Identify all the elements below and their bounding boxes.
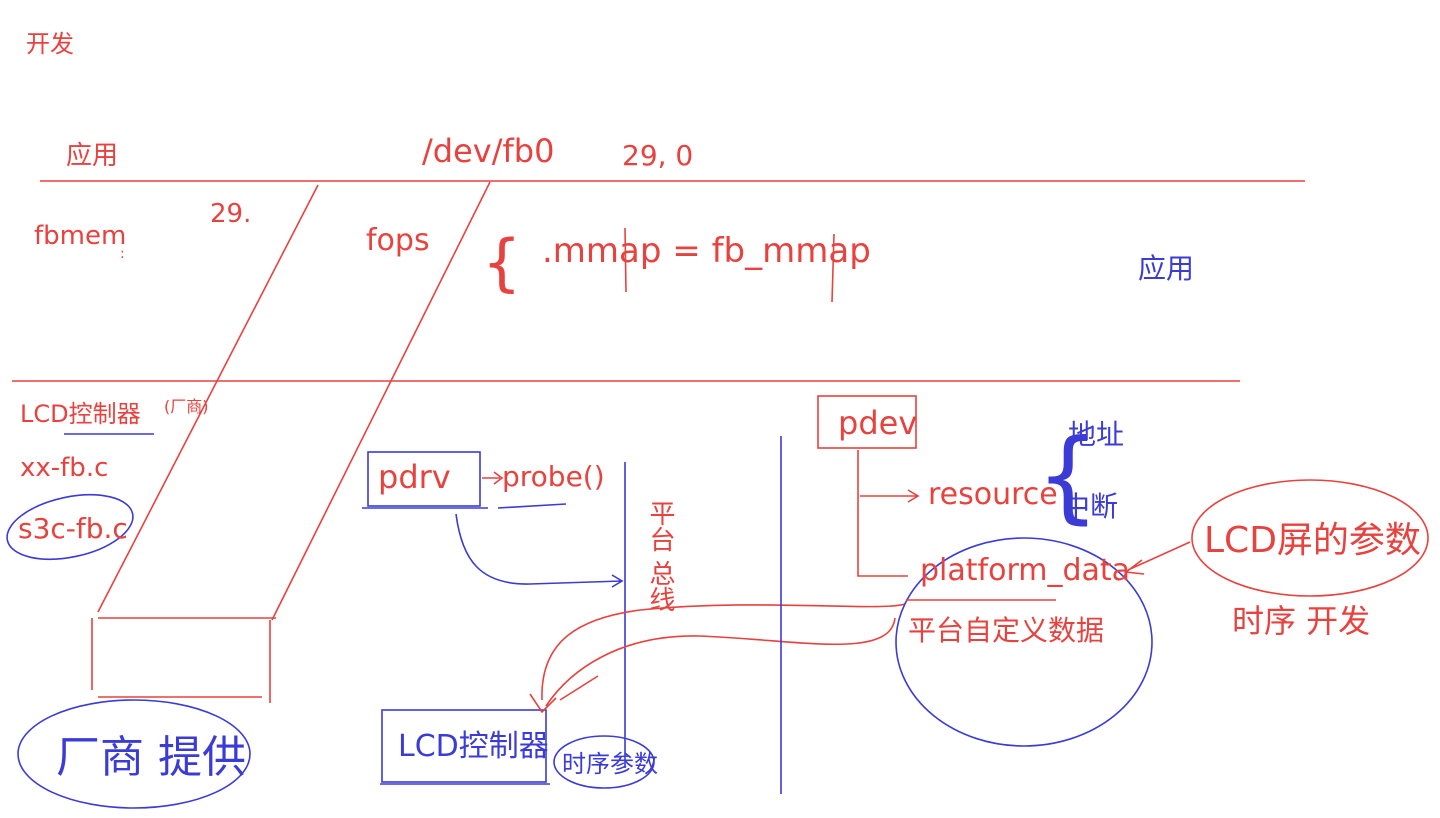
mmap-separator-stroke xyxy=(624,227,627,293)
device-number-label: 29, 0 xyxy=(622,139,693,172)
right-diagonal-line xyxy=(271,181,491,621)
fbmem-label: fbmem xyxy=(34,221,126,251)
resource-label: resource xyxy=(928,477,1058,512)
app-layer-label: 应用 xyxy=(66,141,118,171)
timing-dev-label: 时序 开发 xyxy=(1232,602,1370,640)
platform-custom-label: 平台自定义数据 xyxy=(908,614,1104,647)
lcd-params-label: LCD屏的参数 xyxy=(1204,520,1421,561)
probe-underline xyxy=(497,503,567,509)
vendor-impl-label: 厂商 提供 xyxy=(56,732,246,783)
lcd-controller-note: (厂商) xyxy=(164,397,209,416)
pdrv-to-bus-arrow xyxy=(455,513,624,588)
s3c-fb-label: s3c-fb.c xyxy=(18,512,128,545)
timing-params-circle xyxy=(553,735,655,789)
platform-data-label: platform_data xyxy=(920,553,1130,588)
layer-dividers xyxy=(12,180,1305,382)
interrupt-label: 中断 xyxy=(1062,490,1118,523)
lcd-controller-box xyxy=(381,709,547,783)
lcd-params-circle xyxy=(1191,479,1429,597)
resource-brace: { xyxy=(1036,417,1100,534)
pdrv-box xyxy=(367,451,481,507)
probe-label: probe() xyxy=(502,460,605,493)
device-node-label: /dev/fb0 xyxy=(422,132,554,170)
lcd-controller-box-label: LCD控制器 xyxy=(398,729,549,764)
heading-text: 开发 xyxy=(26,30,74,58)
right-app-label: 应用 xyxy=(1138,252,1194,285)
fops-open-brace: { xyxy=(482,226,521,299)
fops-label: fops xyxy=(366,223,430,258)
mmap-entry: .mmap = fb_mmap xyxy=(542,231,871,271)
pdev-box xyxy=(817,395,917,449)
pdrv-label: pdrv xyxy=(378,458,451,496)
fbmem-colon: : xyxy=(120,246,125,262)
pdev-tree-lines xyxy=(857,450,920,577)
pdev-label: pdev xyxy=(838,404,917,442)
platform-bus-label-1: 平台 总线 xyxy=(645,500,675,612)
platform-data-circle xyxy=(895,537,1153,747)
lcd-controller-label: LCD控制器 xyxy=(20,400,141,428)
diagonal-lines xyxy=(91,181,491,703)
fbmem-major-number: 29. xyxy=(210,199,251,229)
probe-arrow xyxy=(482,471,504,485)
address-label: 地址 xyxy=(1068,418,1124,451)
mmap-end-stroke xyxy=(831,233,835,303)
xx-fb-label: xx-fb.c xyxy=(20,453,108,483)
left-diagonal-line xyxy=(97,184,319,613)
vendor-impl-circle xyxy=(17,699,251,809)
timing-params-label: 时序参数 xyxy=(562,750,658,778)
s3c-fb-circle xyxy=(6,493,134,561)
arrow-tick xyxy=(559,675,599,701)
lcd-params-arrow xyxy=(1123,541,1191,575)
platform-data-to-controller-arrow xyxy=(529,603,906,714)
